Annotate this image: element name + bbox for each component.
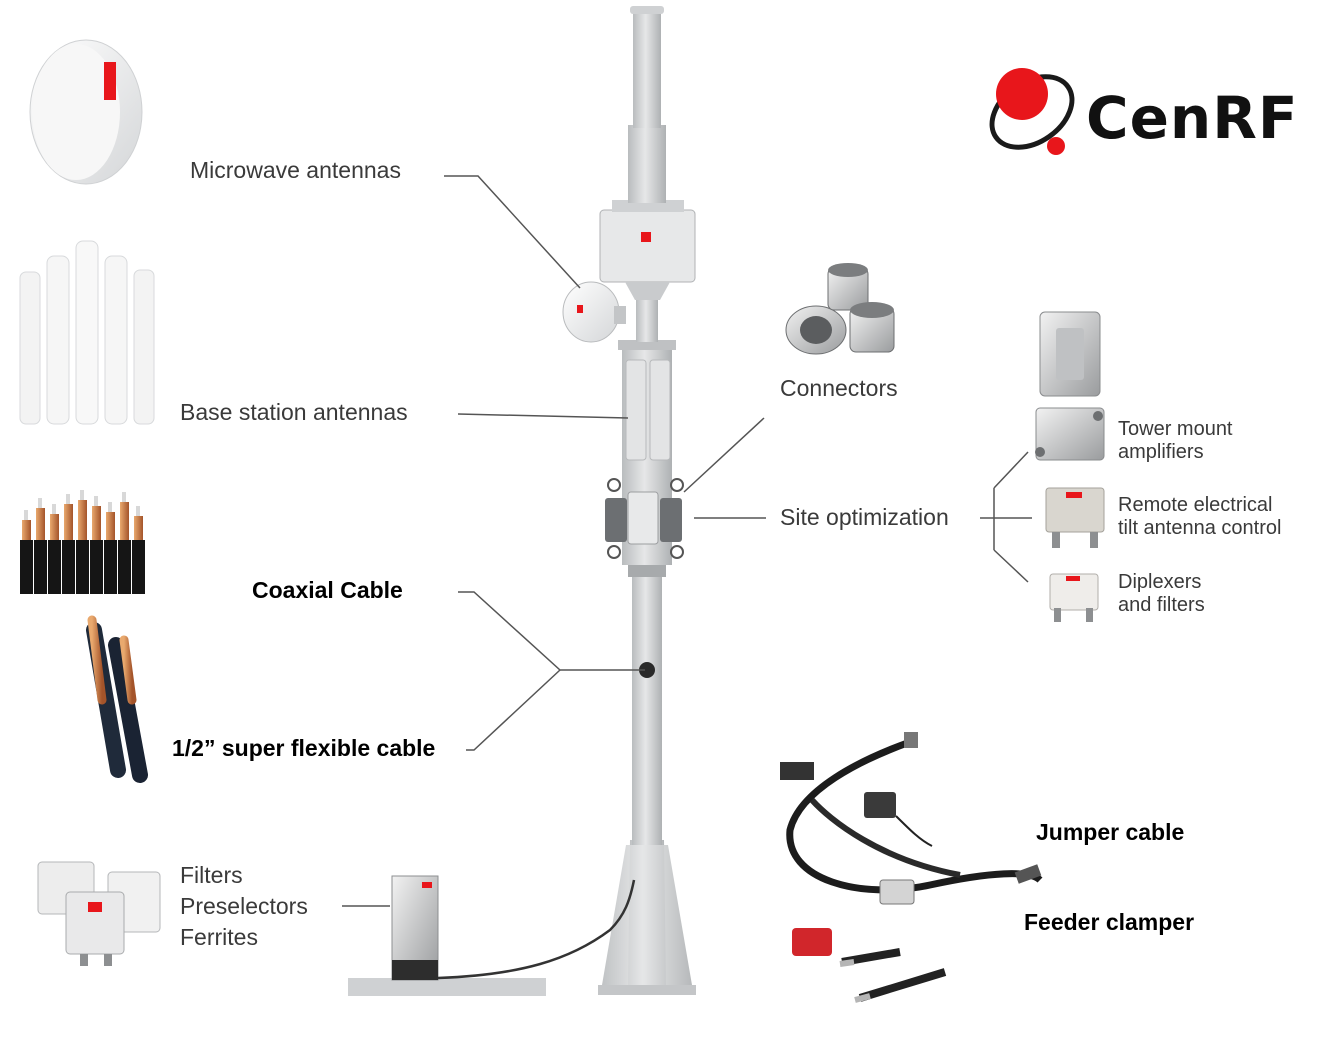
label-feeder-clamper: Feeder clamper bbox=[1024, 909, 1195, 935]
coax-jacket bbox=[118, 540, 131, 594]
coax-conductor bbox=[50, 514, 59, 540]
label-flexible-cable: 1/2” super flexible cable bbox=[172, 735, 436, 761]
coax-pin bbox=[24, 510, 28, 520]
coax-conductor bbox=[64, 504, 73, 540]
label-preselectors: Preselectors bbox=[180, 893, 308, 919]
logo-text: CenRF bbox=[1086, 84, 1299, 152]
label-ret-group: Remote electrical tilt antenna control bbox=[1118, 494, 1281, 540]
label-base-station-antennas: Base station antennas bbox=[180, 399, 408, 425]
coax-jacket bbox=[104, 540, 117, 594]
coaxial-cable-product bbox=[20, 490, 145, 594]
coax-conductor bbox=[120, 502, 129, 540]
coax-conductor bbox=[22, 520, 31, 540]
coax-pin bbox=[136, 506, 140, 516]
leader-base-station bbox=[457, 413, 629, 419]
diplexer-product bbox=[1049, 573, 1099, 622]
coax-conductor bbox=[92, 506, 101, 540]
coax-jacket bbox=[132, 540, 145, 594]
connectors-product bbox=[785, 263, 895, 355]
label-diplexers-line2: and filters bbox=[1118, 594, 1205, 616]
coax-jacket bbox=[34, 540, 47, 594]
coax-pin bbox=[80, 490, 84, 500]
label-filters: Filters bbox=[180, 862, 243, 888]
label-coaxial-cable: Coaxial Cable bbox=[252, 577, 403, 603]
label-ret-line1: Remote electrical bbox=[1118, 494, 1273, 516]
label-site-optimization: Site optimization bbox=[780, 504, 949, 530]
flexible-cable-product bbox=[86, 615, 148, 783]
coax-jacket bbox=[76, 540, 89, 594]
label-tma-line2: amplifiers bbox=[1118, 441, 1204, 463]
label-ret-line2: tilt antenna control bbox=[1118, 517, 1282, 539]
coax-pin bbox=[108, 502, 112, 512]
coax-pin bbox=[122, 492, 126, 502]
base-station-antennas-product bbox=[19, 240, 155, 425]
coax-pin bbox=[52, 504, 56, 514]
cenrf-logo-mark bbox=[989, 68, 1075, 155]
coax-conductor bbox=[78, 500, 87, 540]
label-microwave-antennas: Microwave antennas bbox=[190, 157, 401, 183]
coax-pin bbox=[66, 494, 70, 504]
leader-microwave bbox=[444, 175, 581, 289]
label-ferrites: Ferrites bbox=[180, 924, 258, 950]
ground-cabinet bbox=[348, 875, 636, 996]
coax-jacket bbox=[90, 540, 103, 594]
leader-coaxial bbox=[458, 591, 645, 671]
coax-pin bbox=[94, 496, 98, 506]
coax-conductor bbox=[134, 516, 143, 540]
label-tma-group: Tower mount amplifiers bbox=[1118, 418, 1233, 464]
tower-rru-cluster bbox=[605, 478, 684, 559]
label-tma-line1: Tower mount bbox=[1118, 418, 1233, 440]
jumper-cable-product bbox=[780, 732, 1043, 1003]
coax-pin bbox=[38, 498, 42, 508]
coax-conductor bbox=[36, 508, 45, 540]
leader-flex bbox=[466, 669, 561, 751]
filters-product bbox=[37, 861, 161, 966]
tower-mount-amplifier-product bbox=[1035, 311, 1105, 461]
leader-connectors bbox=[683, 417, 765, 493]
coax-jacket bbox=[20, 540, 33, 594]
label-filters-group: Filters Preselectors Ferrites bbox=[180, 860, 308, 953]
tower bbox=[562, 6, 696, 995]
leader-lines bbox=[342, 175, 1032, 907]
label-diplexers-line1: Diplexers bbox=[1118, 571, 1202, 593]
label-connectors: Connectors bbox=[780, 375, 898, 401]
coax-conductor bbox=[106, 512, 115, 540]
label-diplexers-group: Diplexers and filters bbox=[1118, 571, 1205, 617]
coax-jacket bbox=[62, 540, 75, 594]
cable-entry-port bbox=[639, 662, 655, 678]
leader-site-branch bbox=[980, 451, 1032, 583]
label-jumper-cable: Jumper cable bbox=[1036, 819, 1185, 845]
microwave-antenna-product bbox=[29, 39, 143, 185]
coax-jacket bbox=[48, 540, 61, 594]
ret-product bbox=[1045, 487, 1105, 548]
